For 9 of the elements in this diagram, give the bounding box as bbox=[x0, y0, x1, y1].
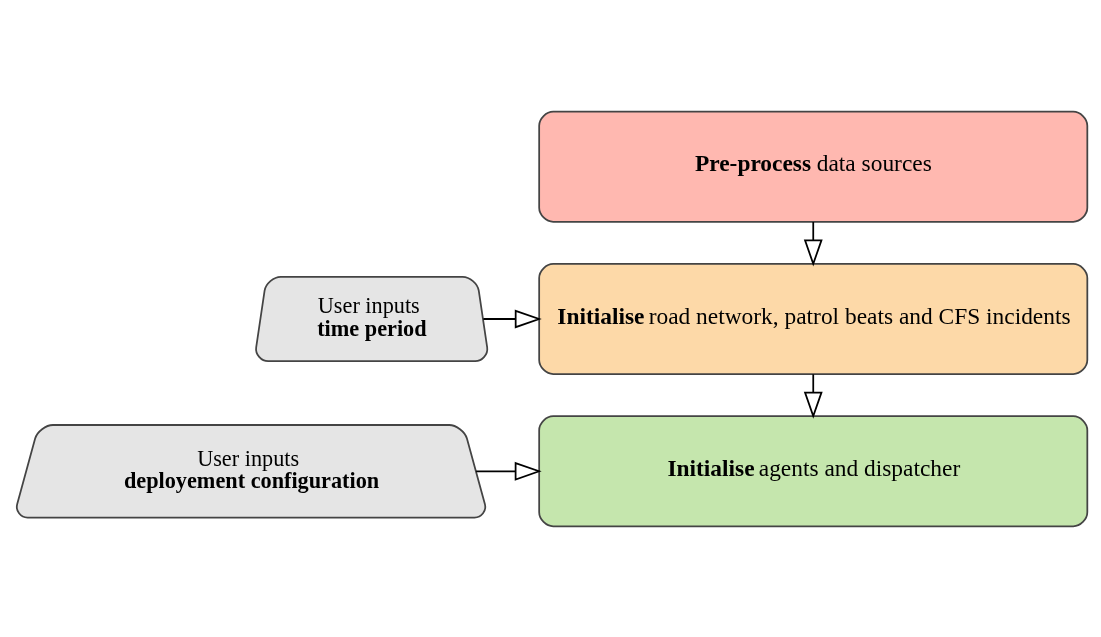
arrow bbox=[475, 461, 542, 481]
node-box: Pre-process data sources bbox=[538, 110, 1089, 223]
arrow bbox=[803, 372, 823, 419]
node-box: Initialise road network, patrol beats and CFS incidents bbox=[538, 262, 1089, 375]
node-box: User inputs time period bbox=[255, 275, 489, 362]
arrow bbox=[803, 220, 823, 266]
node-box: Initialise agents and dispatcher bbox=[538, 414, 1089, 527]
arrow bbox=[482, 309, 542, 328]
node-box: User inputs deployement configuration bbox=[15, 423, 487, 518]
